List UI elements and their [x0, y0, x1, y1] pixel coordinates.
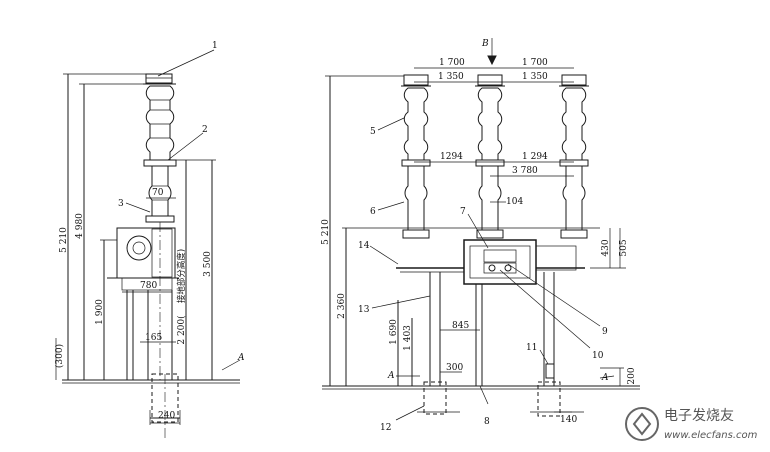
upper-insulator — [145, 85, 175, 161]
dim-5210-left: 5 210 — [59, 227, 69, 253]
dim-3780: 3 780 — [512, 166, 538, 176]
label-part-7: 7 — [460, 207, 466, 217]
label-part-1: 1 — [212, 41, 218, 51]
ref-a-left: A — [237, 353, 245, 363]
dim-1700-right: 1 700 — [522, 58, 548, 68]
dim-70: 70 — [152, 188, 164, 198]
dim-780: 780 — [140, 281, 157, 291]
ref-a-right: A — [601, 373, 609, 383]
dim-505: 505 — [619, 239, 629, 256]
dim-1403: 1 403 — [403, 325, 413, 351]
dim-2200-note: 接地部分高度) — [176, 249, 187, 303]
dim-2360: 2 360 — [337, 293, 347, 319]
watermark: 电子发烧友 www.elecfans.com — [625, 407, 758, 441]
watermark-logo-icon — [625, 407, 659, 441]
dim-430: 430 — [601, 239, 611, 256]
ref-b: B — [481, 39, 489, 49]
dim-3500: 3 500 — [203, 251, 213, 277]
dim-4980: 4 980 — [75, 213, 85, 239]
label-part-8: 8 — [484, 417, 490, 427]
dim-300: 300 — [446, 363, 463, 373]
label-part-13: 13 — [358, 305, 370, 315]
dim-140: 140 — [560, 415, 577, 425]
label-part-9: 9 — [602, 327, 608, 337]
label-part-14: 14 — [358, 241, 370, 251]
left-side-view — [55, 49, 241, 440]
dim-1294-left: 1294 — [440, 152, 463, 162]
watermark-en: www.elecfans.com — [664, 430, 758, 441]
ref-a-mid: A — [387, 371, 395, 381]
dim-300-paren: (300) — [54, 344, 65, 368]
pole-middle — [475, 74, 505, 239]
dim-1350-right: 1 350 — [522, 72, 548, 82]
dim-104: 104 — [506, 197, 523, 207]
dim-240: 240 — [158, 411, 175, 421]
dim-1350-left: 1 350 — [438, 72, 464, 82]
dim-5210-front: 5 210 — [321, 219, 331, 245]
dim-845: 845 — [452, 321, 469, 331]
dim-1294-right: 1 294 — [522, 152, 548, 162]
dim-1700-left: 1 700 — [439, 58, 465, 68]
pole-right — [559, 74, 589, 239]
label-part-11: 11 — [526, 343, 537, 353]
dim-1900: 1 900 — [95, 299, 105, 325]
label-part-3: 3 — [118, 199, 124, 209]
dim-1690: 1 690 — [389, 319, 399, 345]
dim-200: 200 — [627, 367, 637, 384]
label-part-5: 5 — [370, 127, 376, 137]
top-terminal — [145, 73, 173, 84]
front-view — [322, 38, 640, 421]
pole-left — [401, 74, 431, 239]
label-part-10: 10 — [592, 351, 604, 361]
label-part-6: 6 — [370, 207, 376, 217]
grounding-bolt — [545, 363, 555, 379]
dim-2200: 2 200( — [176, 315, 187, 344]
label-part-12: 12 — [380, 423, 391, 433]
label-part-2: 2 — [202, 125, 208, 135]
dim-165: 165 — [145, 333, 162, 343]
operating-mechanism-box — [116, 227, 176, 279]
watermark-cn: 电子发烧友 — [664, 408, 734, 424]
